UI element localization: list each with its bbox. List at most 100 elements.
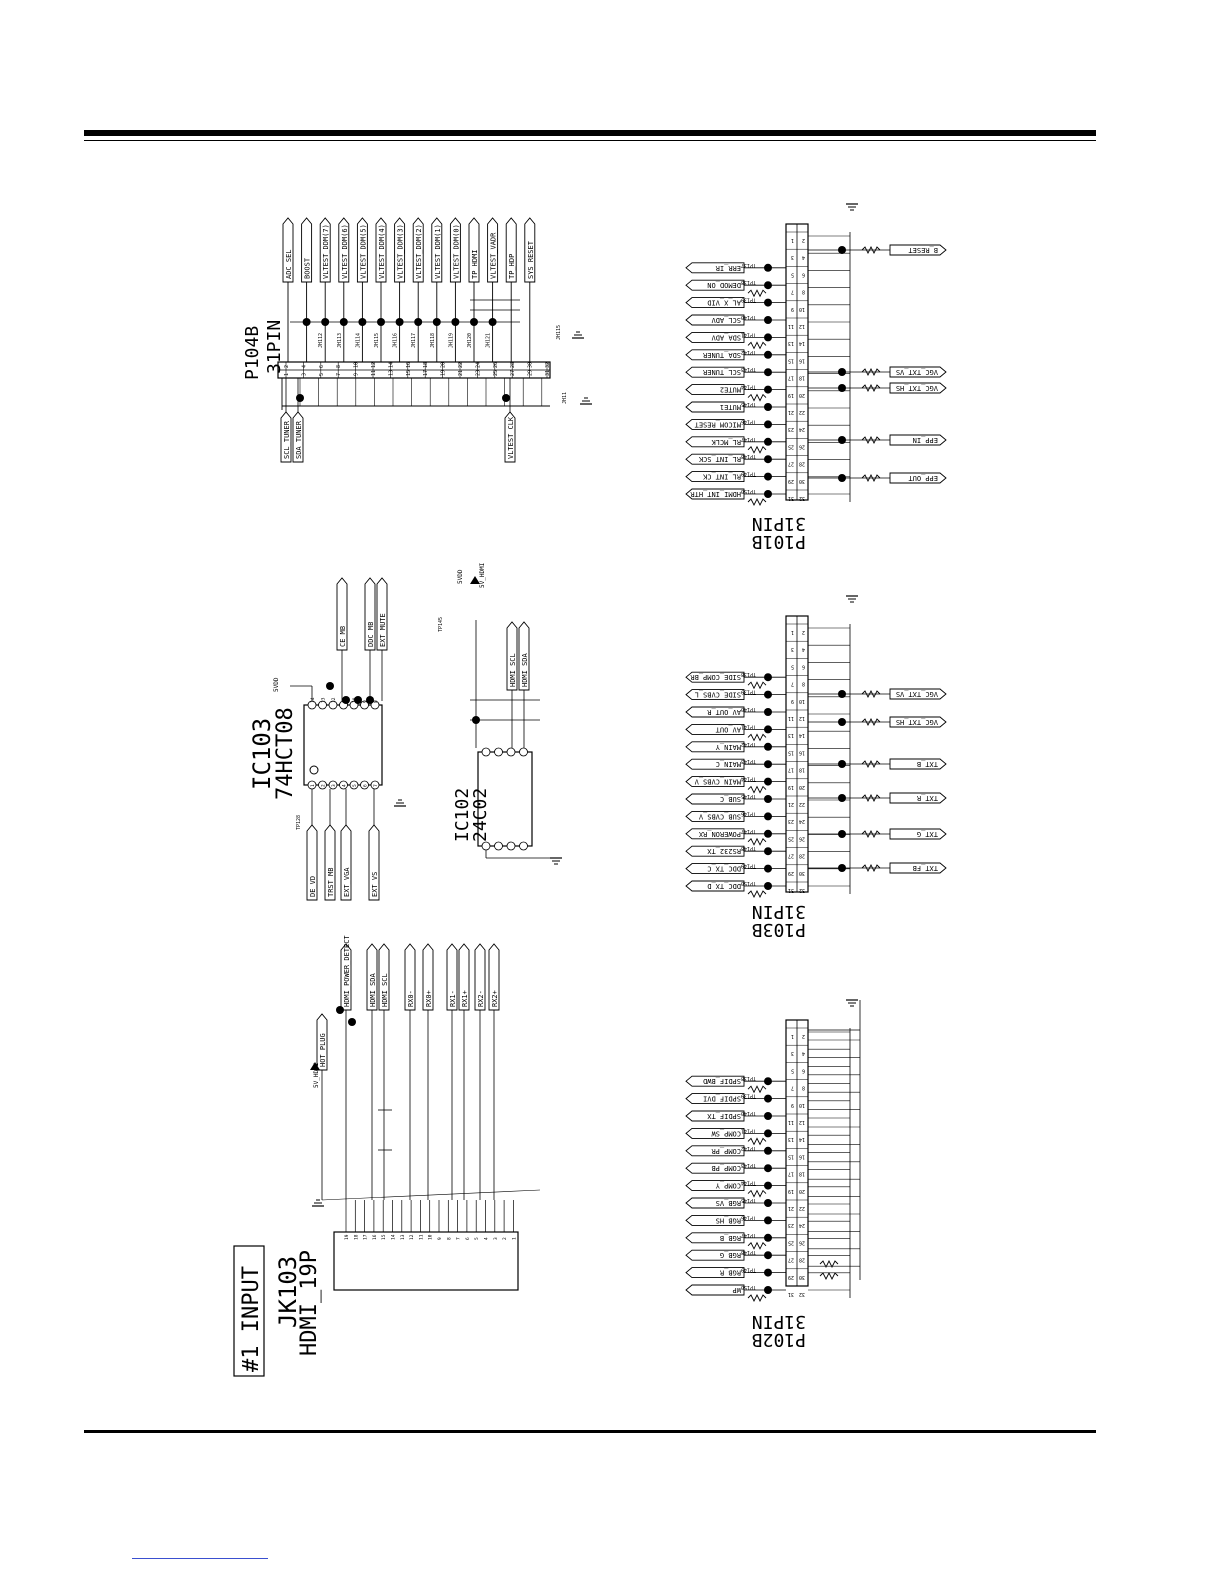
pin-number: 14 [391, 1234, 397, 1240]
pin-number: 27 [510, 370, 516, 376]
resistor [747, 681, 767, 690]
net-flag: RX2+ [488, 943, 500, 1011]
net-flag-label: HOT_PLUG [319, 1033, 327, 1067]
net-flag-outline [889, 716, 947, 728]
component-ref: JH120 [467, 333, 473, 348]
pin-number: 32 [799, 1291, 805, 1297]
junction-dot [838, 690, 846, 698]
pin-circle [328, 780, 338, 790]
net-flag-outline [474, 943, 486, 1011]
pin-number: 14 [799, 1136, 805, 1142]
net-flag: B_RESET [889, 244, 947, 256]
net-flag-outline [422, 943, 434, 1011]
net-flag-label: SDA_TUNER [295, 420, 303, 459]
pin-number: 3 [791, 254, 794, 260]
pin-number: 23 [788, 818, 794, 824]
pin-number: 17 [788, 375, 794, 381]
component-ref: JH121 [486, 333, 492, 348]
net-flag-outline [685, 828, 745, 840]
pin-number: 13 [788, 732, 794, 738]
resistor [861, 473, 881, 483]
pin-number: 8 [446, 1237, 452, 1240]
net-flag-label: CE_MB [339, 626, 347, 647]
test-point-ref: TP146 [741, 810, 756, 816]
pin-number: 11 [371, 370, 377, 376]
pin-number: 15 [788, 357, 794, 363]
net-flag-outline [685, 776, 745, 788]
pin-number: 4 [802, 646, 805, 652]
pin-number: 6 [363, 784, 369, 787]
net-flag: RX0- [404, 943, 416, 1011]
net-flag-outline [394, 217, 406, 283]
net-flag-outline [685, 1127, 745, 1139]
pin-number: 3 [493, 1237, 499, 1240]
resistor [861, 435, 881, 445]
pin-number: 4 [802, 1050, 805, 1056]
pin-number: 25 [788, 1239, 794, 1245]
net-flag: DEMOD_ON [685, 279, 745, 291]
test-point-ref: TP144 [741, 776, 756, 782]
pin-number: 9 [791, 1102, 794, 1108]
pin-circle [339, 780, 348, 790]
pin-number: 21 [458, 370, 464, 376]
pin-number: 14 [388, 362, 394, 368]
pin-number: 18 [353, 1234, 359, 1240]
net-flag-outline [518, 621, 530, 691]
pin-number: 26 [493, 362, 499, 368]
net-flag-outline [458, 943, 470, 1011]
net-flag: HDMI_SDA [366, 943, 378, 1011]
pin-number: 32 [545, 362, 551, 368]
net-flag: TP_HDMI [468, 217, 480, 283]
net-flag-label: SPDIF_DVI [703, 1095, 741, 1103]
pin-number: 22 [799, 409, 805, 415]
pin-number: 22 [458, 362, 464, 368]
test-point-ref: TP141 [741, 723, 756, 729]
pin-circle [506, 841, 516, 851]
net-flag-outline [685, 1093, 745, 1105]
net-label: 5V_HDMI [479, 562, 486, 588]
footer-link-underline[interactable] [132, 1558, 268, 1559]
pin-number: 17 [788, 1171, 794, 1177]
pin-number: 14 [799, 732, 805, 738]
resistor [747, 1085, 767, 1094]
test-point-ref: TP143 [741, 366, 756, 372]
net-flag-outline [685, 1232, 745, 1244]
net-flag: AV_OUT_R [685, 706, 745, 718]
pin-number: 12 [331, 697, 337, 703]
jack-part: HDMI_19P [297, 1250, 322, 1356]
pin-number: 5 [791, 1067, 794, 1073]
net-flag-outline [404, 943, 416, 1011]
net-flag-label: HDMI_SDA [369, 972, 377, 1007]
net-flag-label: EXT_MUTE [379, 613, 387, 647]
component-ref: JH114 [355, 333, 361, 348]
resistor [861, 863, 881, 873]
junction-dot [764, 829, 772, 838]
net-flag-outline [324, 824, 336, 901]
pin-number: 16 [799, 749, 805, 755]
jack-ref: JK103 [274, 1256, 302, 1328]
net-flag: VLTEST_VADR [487, 217, 499, 283]
pin-number: 15 [381, 1234, 387, 1240]
net-flag: VGC_TXT_VS [889, 366, 947, 378]
net-flag: RGB_G [685, 1249, 745, 1261]
net-flag: COMP_PR [685, 1145, 745, 1157]
net-flag: EXT_VS [368, 824, 380, 901]
junction-dot [764, 1146, 772, 1155]
net-flag-outline [685, 1110, 745, 1122]
net-flag: RGB_VS [685, 1197, 745, 1209]
net-flag-outline [505, 217, 517, 283]
test-point-ref: TP149 [741, 471, 756, 477]
test-point-ref: TP140 [741, 314, 756, 320]
resistor [747, 289, 767, 298]
net-flag: SPDIF_TX [685, 1110, 745, 1122]
net-flag-outline [431, 217, 443, 283]
net-flag-label: RGB_R [719, 1269, 741, 1277]
test-point-ref: TP142 [741, 349, 756, 355]
test-point-ref: TP145 [741, 793, 756, 799]
net-flag-label: RL_INT_CK [702, 473, 741, 481]
connector-ref: P102B [752, 1329, 806, 1350]
net-flag-outline [449, 217, 461, 283]
